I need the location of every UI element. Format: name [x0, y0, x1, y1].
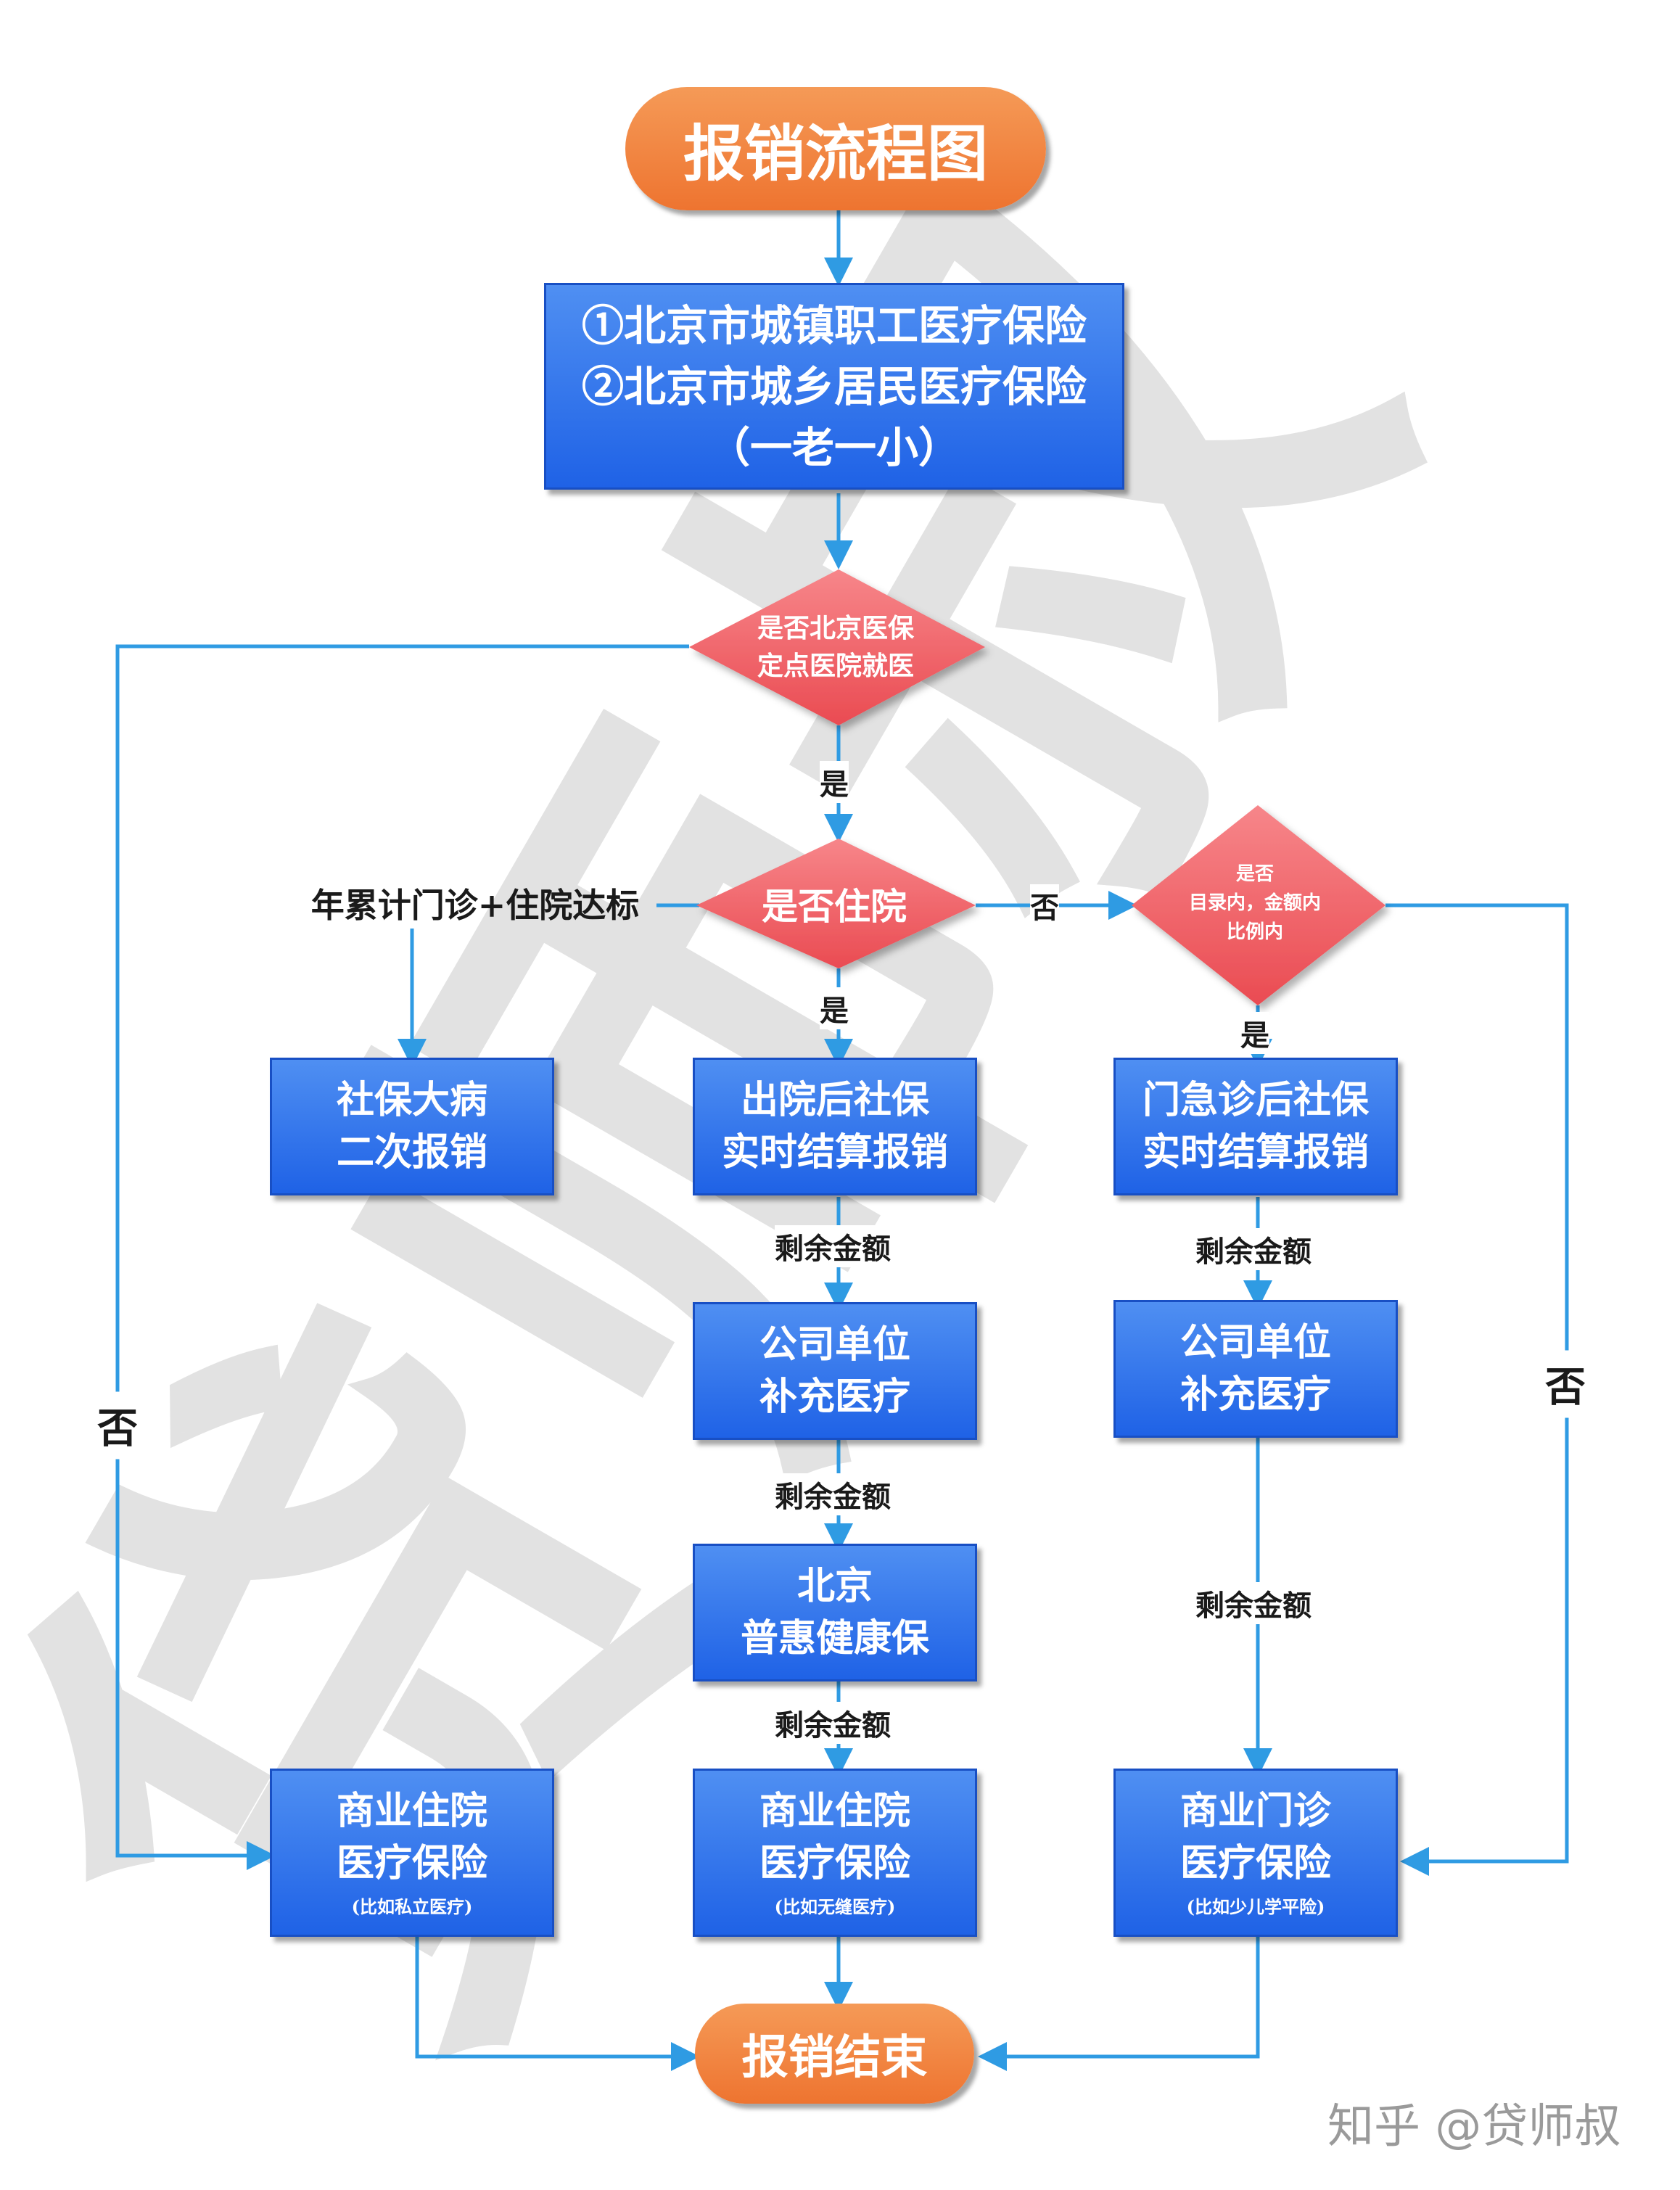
decision2-label: 是否住院	[762, 885, 907, 928]
decision1-line2: 定点医院就医	[757, 651, 915, 681]
comm-mid-note: (比如无缝医疗)	[774, 1896, 896, 1917]
remaining-label-1: 剩余金额	[775, 1225, 891, 1267]
comm-left-box: 商业住院 医疗保险 (比如私立医疗)	[270, 1769, 554, 1937]
comm-left-line1: 商业住院	[336, 1789, 487, 1833]
discharge-line1: 出院后社保	[740, 1078, 929, 1122]
arrow-comm-left-to-end	[415, 1935, 700, 2071]
decision3-line1: 是否	[1235, 863, 1275, 885]
puhui-box: 北京 普惠健康保	[693, 1544, 977, 1681]
insurance-line3: （一老一小）	[707, 422, 960, 472]
start-pill: 报销流程图	[625, 87, 1046, 210]
major-illness-line2: 二次报销	[336, 1130, 487, 1174]
outpatient-box: 门急诊后社保 实时结算报销	[1113, 1058, 1398, 1195]
decision3-diamond	[1132, 805, 1385, 1005]
puhui-line2: 普惠健康保	[740, 1616, 929, 1660]
comm-mid-box: 商业住院 医疗保险 (比如无缝医疗)	[693, 1769, 977, 1937]
decision3-text: 是否 目录内，金额内 比例内	[1189, 860, 1321, 947]
outpatient-line2: 实时结算报销	[1142, 1130, 1369, 1174]
insurance-box: ①北京市城镇职工医疗保险 ②北京市城乡居民医疗保险 （一老一小）	[544, 283, 1124, 490]
insurance-line2: ②北京市城乡居民医疗保险	[581, 361, 1087, 411]
decision1-diamond	[689, 569, 985, 725]
annual-threshold-label: 年累计门诊+住院达标	[310, 886, 640, 925]
discharge-box: 出院后社保 实时结算报销	[693, 1058, 977, 1195]
decision2-text: 是否住院	[762, 878, 907, 930]
end-pill: 报销结束	[695, 2004, 974, 2104]
insurance-line1: ①北京市城镇职工医疗保险	[581, 300, 1087, 350]
decision1-text: 是否北京医保 定点医院就医	[757, 609, 914, 685]
remaining-label-3: 剩余金额	[775, 1702, 891, 1744]
arrow-no-right	[1385, 903, 1569, 1876]
company-mid-box: 公司单位 补充医疗	[693, 1302, 977, 1440]
end-label: 报销结束	[741, 2030, 928, 2085]
comm-mid-line2: 医疗保险	[759, 1841, 910, 1885]
company-right-box: 公司单位 补充医疗	[1113, 1300, 1398, 1438]
arrow-no-left	[115, 644, 689, 1870]
comm-mid-line1: 商业住院	[759, 1789, 910, 1833]
arrow-comm-right-to-end	[978, 1935, 1260, 2071]
yes-label-1: 是	[820, 761, 849, 803]
puhui-line1: 北京	[796, 1564, 873, 1608]
company-mid-line2: 补充医疗	[759, 1375, 910, 1419]
company-right-line2: 补充医疗	[1179, 1372, 1331, 1417]
comm-right-line2: 医疗保险	[1179, 1841, 1331, 1885]
yes-label-2: 是	[820, 987, 849, 1029]
comm-right-note: (比如少儿学平险)	[1186, 1896, 1325, 1917]
comm-left-note: (比如私立医疗)	[351, 1896, 473, 1917]
no-label-left: 否	[97, 1391, 138, 1460]
discharge-line2: 实时结算报销	[721, 1130, 948, 1174]
decision1-line1: 是否北京医保	[757, 613, 915, 643]
no-label-right: 否	[1545, 1350, 1586, 1418]
comm-right-box: 商业门诊 医疗保险 (比如少儿学平险)	[1113, 1769, 1398, 1937]
outpatient-line1: 门急诊后社保	[1142, 1078, 1369, 1122]
comm-left-line2: 医疗保险	[336, 1841, 487, 1885]
decision2-diamond	[696, 839, 976, 968]
major-illness-box: 社保大病 二次报销	[270, 1058, 554, 1195]
decision-diamonds	[689, 569, 1385, 1005]
company-right-line1: 公司单位	[1179, 1320, 1331, 1364]
remaining-label-5: 剩余金额	[1195, 1582, 1312, 1624]
no-label-outpatient: 否	[1030, 884, 1059, 926]
major-illness-line1: 社保大病	[336, 1078, 487, 1122]
yes-label-3: 是	[1240, 1012, 1269, 1054]
credit-text: 知乎 @贷师叔	[1327, 2100, 1621, 2154]
remaining-label-4: 剩余金额	[1195, 1228, 1312, 1270]
start-label: 报销流程图	[683, 117, 988, 189]
decision3-line3: 比例内	[1226, 921, 1284, 943]
remaining-label-2: 剩余金额	[775, 1473, 891, 1515]
decision3-line2: 目录内，金额内	[1188, 892, 1322, 914]
comm-right-line1: 商业门诊	[1179, 1789, 1331, 1833]
company-mid-line1: 公司单位	[759, 1322, 910, 1367]
